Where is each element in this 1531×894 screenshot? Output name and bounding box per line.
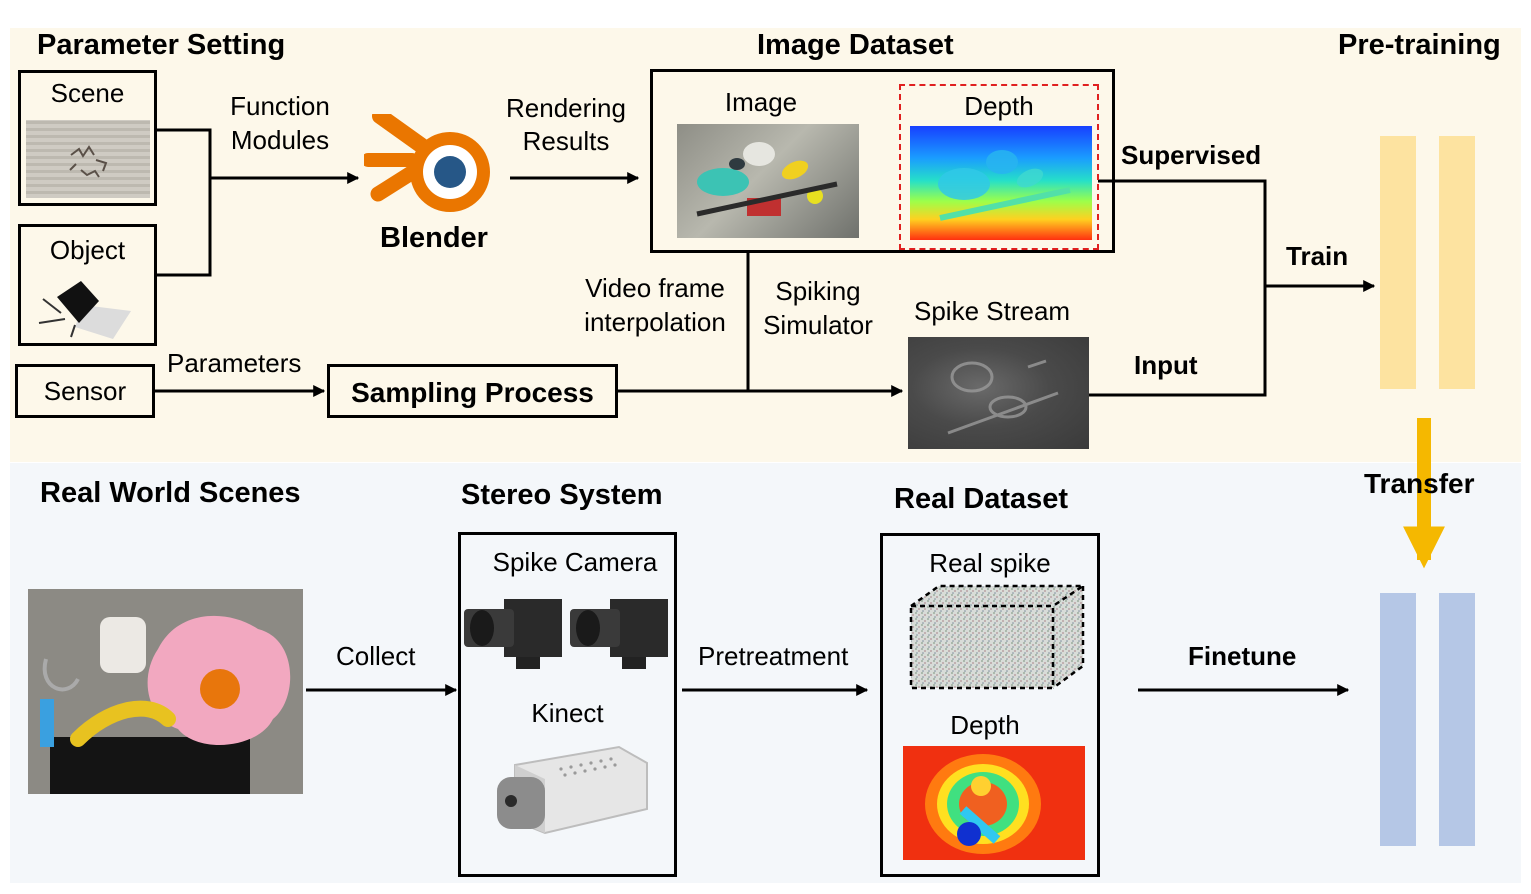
- real-depth-label: Depth: [950, 710, 1020, 740]
- rendering-label-line2: Results: [522, 126, 610, 156]
- real-world-photo: [28, 589, 303, 794]
- sensor-label: Sensor: [43, 376, 127, 406]
- pretreatment-label: Pretreatment: [698, 641, 849, 671]
- blender-label: Blender: [380, 222, 488, 254]
- finetune-label: Finetune: [1188, 641, 1297, 671]
- finetune-network-bar-2: [1439, 593, 1475, 846]
- real-spike-label: Real spike: [929, 548, 1051, 578]
- real-dataset-heading: Real Dataset: [894, 483, 1069, 515]
- video-frame-label-line2: interpolation: [584, 307, 726, 337]
- sampling-process-label: Sampling Process: [351, 377, 594, 408]
- stereo-system-box: Spike Camera Kinect: [458, 532, 677, 877]
- video-frame-label-line1: Video frame: [585, 273, 725, 303]
- image-dataset-box: Image Depth: [650, 69, 1115, 253]
- rendered-rgb-image: [677, 124, 859, 238]
- rendering-label-line1: Rendering: [506, 93, 626, 123]
- kinect-label: Kinect: [531, 698, 604, 728]
- pretrain-network-bar-2: [1439, 136, 1475, 389]
- finetune-network-bar-1: [1380, 593, 1416, 846]
- real-world-scenes-heading: Real World Scenes: [40, 477, 301, 509]
- scene-thumbnail: [26, 120, 150, 198]
- object-label: Object: [49, 235, 126, 265]
- train-label: Train: [1286, 241, 1349, 271]
- transfer-label: Transfer: [1364, 468, 1475, 499]
- depth-dashed-frame: [899, 84, 1099, 250]
- object-box: Object: [18, 224, 157, 346]
- scene-label: Scene: [50, 78, 125, 108]
- function-label-line1: Function: [230, 91, 330, 121]
- image-dataset-heading: Image Dataset: [757, 29, 954, 61]
- rgb-image-label: Image: [724, 87, 798, 117]
- rendered-depth-map: [910, 126, 1092, 240]
- function-label-line2: Modules: [230, 125, 330, 155]
- spike-camera-icon: [464, 599, 668, 669]
- spike-stream-label: Spike Stream: [914, 296, 1071, 326]
- sensor-box: Sensor: [15, 364, 155, 418]
- object-chair-icon: [38, 281, 131, 339]
- pre-training-heading: Pre-training: [1338, 29, 1501, 61]
- spiking-sim-label-line2: Simulator: [763, 310, 873, 340]
- scene-box: Scene: [18, 70, 157, 206]
- parameter-setting-heading: Parameter Setting: [37, 29, 286, 61]
- spike-camera-label: Spike Camera: [492, 547, 658, 577]
- stereo-system-heading: Stereo System: [461, 479, 663, 511]
- spike-volume-cube-icon: [909, 584, 1087, 690]
- kinect-icon: [497, 745, 648, 835]
- parameters-label: Parameters: [167, 348, 302, 378]
- pretrain-network-bar-1: [1380, 136, 1416, 389]
- real-depth-map: [903, 746, 1085, 860]
- spiking-sim-label-line1: Spiking: [775, 276, 861, 306]
- spike-stream-image: [908, 337, 1089, 449]
- collect-label: Collect: [336, 641, 416, 671]
- supervised-label: Supervised: [1121, 140, 1262, 170]
- sampling-process-box: Sampling Process: [327, 364, 618, 418]
- input-label: Input: [1134, 350, 1198, 380]
- depth-image-label: Depth: [964, 91, 1034, 121]
- real-dataset-box: Real spike Depth: [880, 533, 1100, 877]
- blender-logo-icon: [364, 114, 490, 212]
